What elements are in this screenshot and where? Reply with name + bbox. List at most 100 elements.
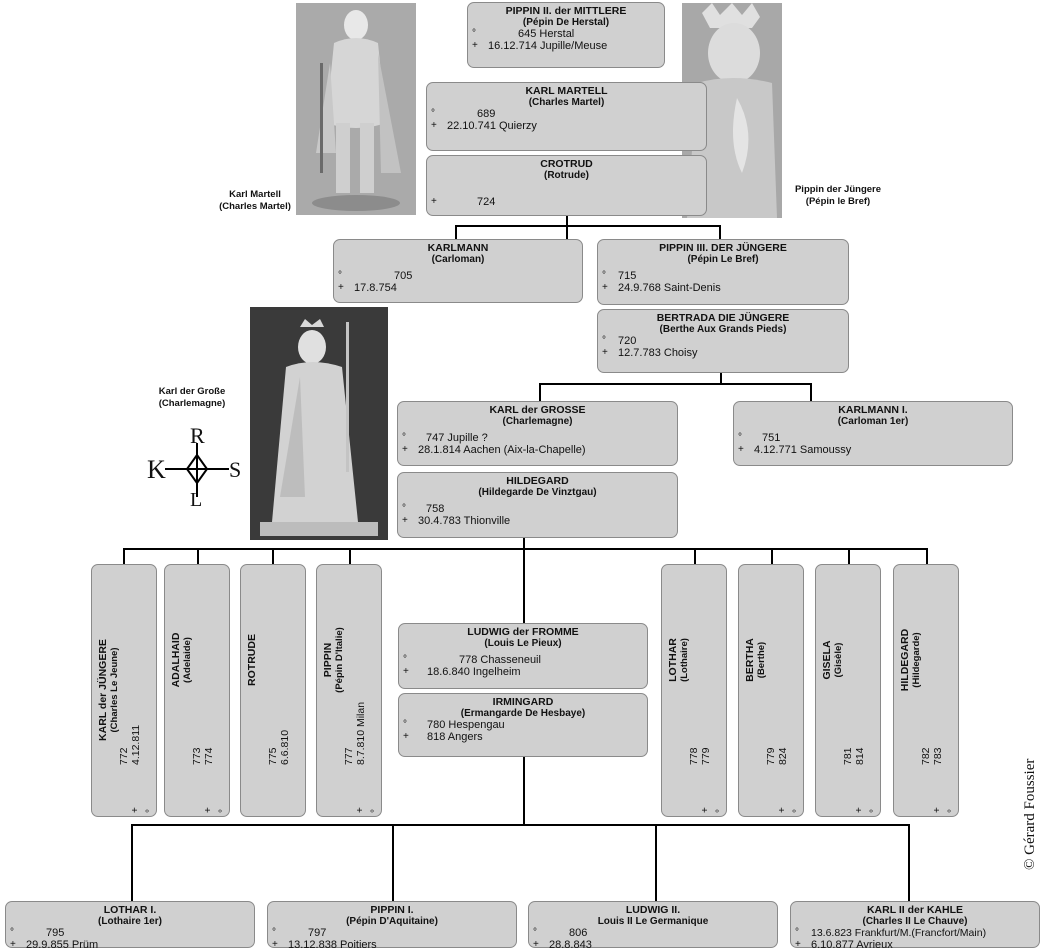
person-name: ROTRUDE bbox=[246, 634, 258, 686]
monogram-s: S bbox=[229, 457, 242, 482]
death-value: 4.12.811 bbox=[130, 724, 142, 765]
person-alias: (Pépin De Herstal) bbox=[522, 17, 610, 28]
birth-value: 795 bbox=[46, 927, 65, 939]
pippin-statue-photo bbox=[682, 3, 782, 218]
person-name: PIPPIN I. bbox=[370, 904, 414, 916]
birth-value: 751 bbox=[762, 432, 781, 444]
birth-symbol: ° bbox=[533, 927, 537, 938]
person-alias: (Charles II Le Chauve) bbox=[862, 916, 968, 927]
connector bbox=[272, 548, 274, 564]
death-symbol: + bbox=[738, 444, 744, 455]
birth-symbol: ° bbox=[145, 809, 156, 813]
person-box-ludwig: LUDWIG der FROMME (Louis Le Pieux) °778 … bbox=[398, 623, 648, 689]
child-box-hildegard: HILDEGARD (Hildegarde) + ° 782 783 bbox=[893, 564, 959, 817]
child-box-lothar: LOTHAR (Lothaire) + ° 778 779 bbox=[661, 564, 727, 817]
person-alias: (Lothaire) bbox=[679, 638, 690, 682]
birth-value: 758 bbox=[426, 503, 445, 515]
charlemagne-statue-photo bbox=[250, 307, 388, 540]
death-value: 774 bbox=[203, 747, 215, 765]
person-name: KARLMANN bbox=[427, 242, 489, 254]
connector bbox=[123, 548, 927, 550]
person-box-ludwig2: LUDWIG II. Louis II Le Germanique °806 +… bbox=[528, 901, 778, 951]
death-value: 30.4.783 Thionville bbox=[418, 515, 511, 527]
person-alias: (Pépin Le Bref) bbox=[687, 254, 759, 265]
birth-value: 775 bbox=[267, 747, 279, 765]
birth-value: 747 Jupille ? bbox=[426, 432, 488, 444]
monogram-k: K bbox=[147, 455, 166, 484]
death-symbol: + bbox=[10, 939, 16, 950]
death-symbol: + bbox=[602, 282, 608, 293]
death-value: 8.7.810 Milan bbox=[355, 701, 367, 765]
person-box-pippin3: PIPPIN III. DER JÜNGERE (Pépin Le Bref) … bbox=[597, 239, 849, 305]
birth-symbol: ° bbox=[10, 927, 14, 938]
karl-martell-caption: Karl Martell (Charles Martel) bbox=[205, 189, 305, 213]
death-symbol: + bbox=[795, 939, 801, 950]
death-symbol: + bbox=[602, 347, 608, 358]
person-name: HILDEGARD bbox=[899, 628, 911, 692]
connector bbox=[655, 824, 657, 901]
connector bbox=[523, 757, 525, 825]
child-box-bertha: BERTHA (Berthe) + ° 779 824 bbox=[738, 564, 804, 817]
birth-symbol: ° bbox=[431, 108, 435, 119]
death-value: 779 bbox=[700, 747, 712, 765]
connector bbox=[455, 225, 720, 227]
person-name: BERTRADA DIE JÜNGERE bbox=[656, 312, 790, 324]
birth-symbol: ° bbox=[338, 270, 342, 281]
connector bbox=[392, 824, 394, 901]
birth-value: 778 bbox=[688, 747, 700, 765]
death-value: 24.9.768 Saint-Denis bbox=[618, 282, 721, 294]
connector bbox=[720, 372, 722, 384]
birth-value: 782 bbox=[920, 747, 932, 765]
connector bbox=[197, 548, 199, 564]
birth-symbol: ° bbox=[370, 809, 381, 813]
caption-name: Karl Martell bbox=[229, 189, 281, 200]
death-value: 783 bbox=[932, 747, 944, 765]
person-name: KARL der GROSSE bbox=[489, 404, 586, 416]
death-value: 818 Angers bbox=[427, 731, 483, 743]
connector bbox=[123, 548, 125, 564]
person-name: PIPPIN III. DER JÜNGERE bbox=[659, 242, 787, 254]
person-alias: Louis II Le Germanique bbox=[597, 916, 709, 927]
person-box-karlmann: KARLMANN (Carloman) °705 +17.8.754 bbox=[333, 239, 583, 303]
death-value: 724 bbox=[477, 196, 496, 208]
person-box-bertrada: BERTRADA DIE JÜNGERE (Berthe Aux Grands … bbox=[597, 309, 849, 373]
person-name: LUDWIG der FROMME bbox=[467, 626, 579, 638]
death-value: 6.6.810 bbox=[279, 729, 291, 765]
person-alias: (Charlemagne) bbox=[502, 416, 573, 427]
monogram-r: R bbox=[190, 423, 205, 448]
connector bbox=[810, 383, 812, 401]
death-symbol: + bbox=[431, 120, 437, 131]
person-name: KARLMANN I. bbox=[838, 404, 908, 416]
death-symbol: + bbox=[402, 515, 408, 526]
death-value: 12.7.783 Choisy bbox=[618, 347, 698, 359]
person-name: LOTHAR bbox=[667, 638, 679, 682]
person-alias: (Lothaire 1er) bbox=[98, 916, 162, 927]
connector bbox=[349, 548, 351, 564]
person-name: GISELA bbox=[821, 640, 833, 680]
death-symbol: + bbox=[272, 939, 278, 950]
birth-value: 13.6.823 Frankfurt/M.(Francfort/Main) bbox=[811, 927, 987, 939]
birth-value: 781 bbox=[842, 747, 854, 765]
monogram-l: L bbox=[190, 489, 203, 511]
birth-symbol: ° bbox=[715, 809, 726, 813]
karl-martell-statue-photo bbox=[296, 3, 416, 215]
child-box-adalhaid: ADALHAID (Adelaide) + ° 773 774 bbox=[164, 564, 230, 817]
connector bbox=[848, 548, 850, 564]
birth-symbol: ° bbox=[402, 432, 406, 443]
death-symbol: + bbox=[533, 939, 539, 950]
person-name: PIPPIN II. der MITTLERE bbox=[505, 5, 627, 17]
person-alias: (Carloman) bbox=[431, 254, 485, 265]
birth-symbol: ° bbox=[602, 270, 606, 281]
birth-value: 645 Herstal bbox=[518, 28, 575, 40]
death-symbol: + bbox=[932, 807, 943, 813]
birth-symbol: ° bbox=[402, 503, 406, 514]
connector bbox=[539, 383, 811, 385]
person-name: KARL MARTELL bbox=[525, 85, 608, 97]
person-name: LUDWIG II. bbox=[625, 904, 681, 916]
person-alias: (Rotrude) bbox=[544, 170, 589, 181]
death-symbol: + bbox=[130, 807, 141, 813]
child-box-karl-der-juengere: KARL der JÜNGERE (Charles Le Jeune) + ° … bbox=[91, 564, 157, 817]
death-symbol: + bbox=[403, 731, 409, 742]
child-box-rotrude: ROTRUDE 775 6.6.810 bbox=[240, 564, 306, 817]
birth-symbol: ° bbox=[403, 654, 407, 665]
